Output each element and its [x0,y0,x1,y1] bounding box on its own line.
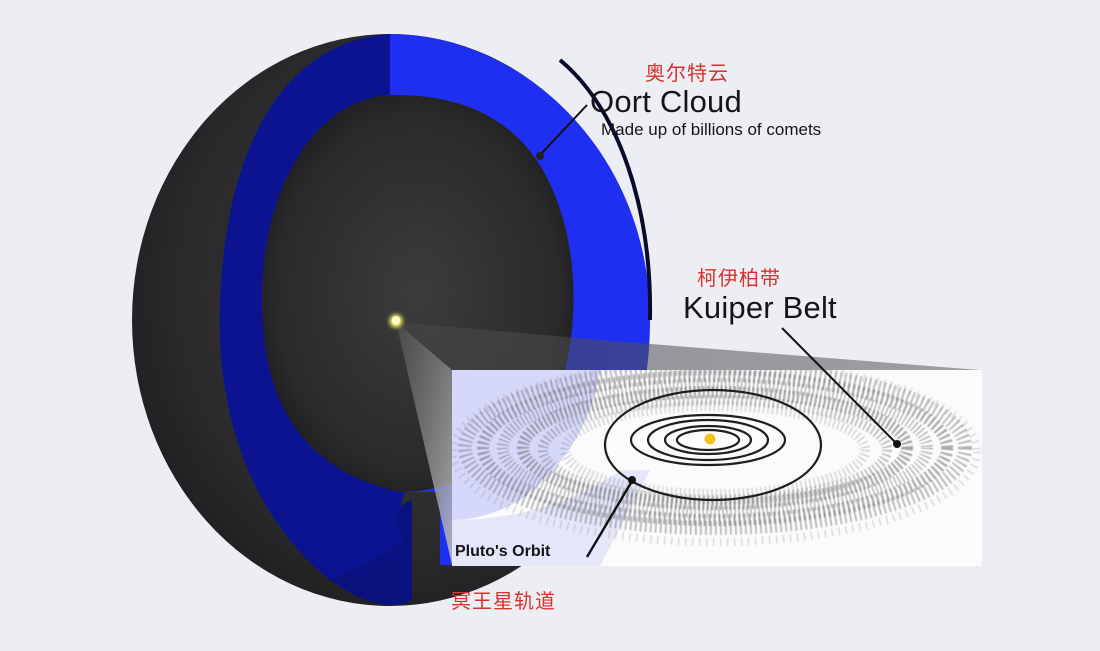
oort-cloud-description: Made up of billions of comets [601,120,822,139]
planet-orbits [629,413,787,467]
oort-cloud-pointer [536,104,588,160]
inset-sun [704,433,716,445]
kuiper-belt-label-chinese: 柯伊柏带 [697,266,781,290]
solar-system-inset [452,327,982,566]
plutos-orbit-pointer [585,476,636,558]
kuiper-belt-debris [452,370,981,546]
oort-cloud-label-chinese: 奥尔特云 [645,61,729,85]
plutos-orbit-label: Pluto's Orbit [455,543,551,560]
sun-center [385,310,407,332]
oort-cloud-label: Oort Cloud [590,84,742,119]
zoom-beam [396,322,980,565]
plutos-orbit-label-chinese: 冥王星轨道 [451,589,556,613]
plutos-orbit-ellipse [603,388,823,502]
kuiper-belt-label: Kuiper Belt [683,290,837,325]
kuiper-belt-pointer [781,327,901,448]
